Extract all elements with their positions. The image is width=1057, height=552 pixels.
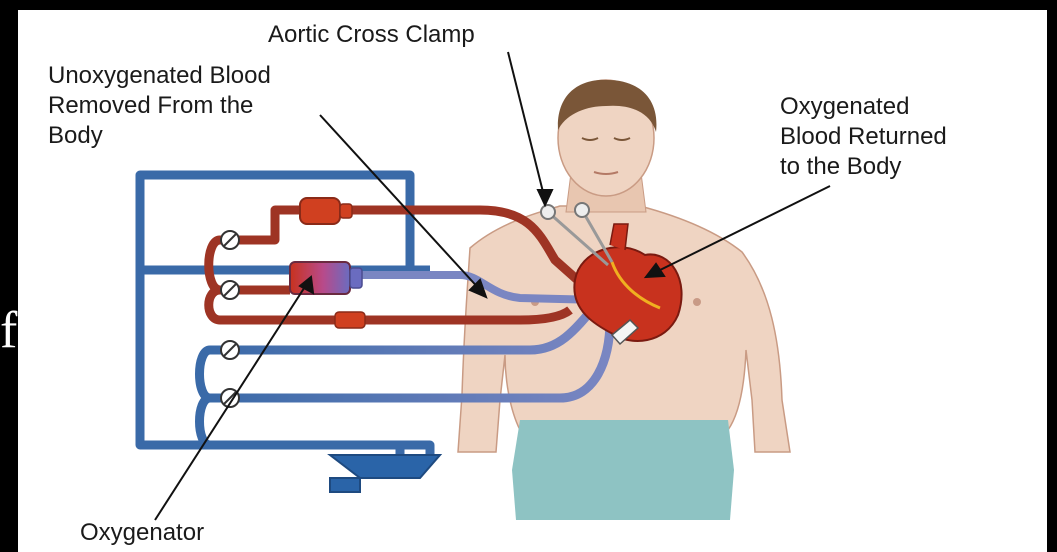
label-unoxygenated-line-3: Body: [48, 121, 271, 151]
label-oxygenated-line-2: Blood Returned: [780, 122, 947, 152]
label-unoxygenated-line-1: Unoxygenated Blood: [48, 61, 271, 91]
arterial-pump: [300, 198, 340, 224]
filter: [335, 312, 365, 328]
label-aortic-text: Aortic Cross Clamp: [268, 20, 475, 50]
leader-aortic-clamp: [508, 52, 545, 200]
label-unoxygenated-blood: Unoxygenated Blood Removed From the Body: [48, 61, 271, 151]
label-oxygenated-line-1: Oxygenated: [780, 92, 947, 122]
pants: [512, 420, 734, 520]
reservoir-icon: [330, 455, 440, 492]
label-oxygenated-blood: Oxygenated Blood Returned to the Body: [780, 92, 947, 182]
label-oxygenated-line-3: to the Body: [780, 152, 947, 182]
label-oxygenator: Oxygenator: [80, 518, 204, 548]
label-oxygenator-text: Oxygenator: [80, 518, 204, 548]
nipple-right: [693, 298, 701, 306]
label-aortic-cross-clamp: Aortic Cross Clamp: [268, 20, 475, 50]
edge-glyph: f: [0, 305, 17, 357]
label-unoxygenated-line-2: Removed From the: [48, 91, 271, 121]
oxygenator-icon: [290, 262, 350, 294]
